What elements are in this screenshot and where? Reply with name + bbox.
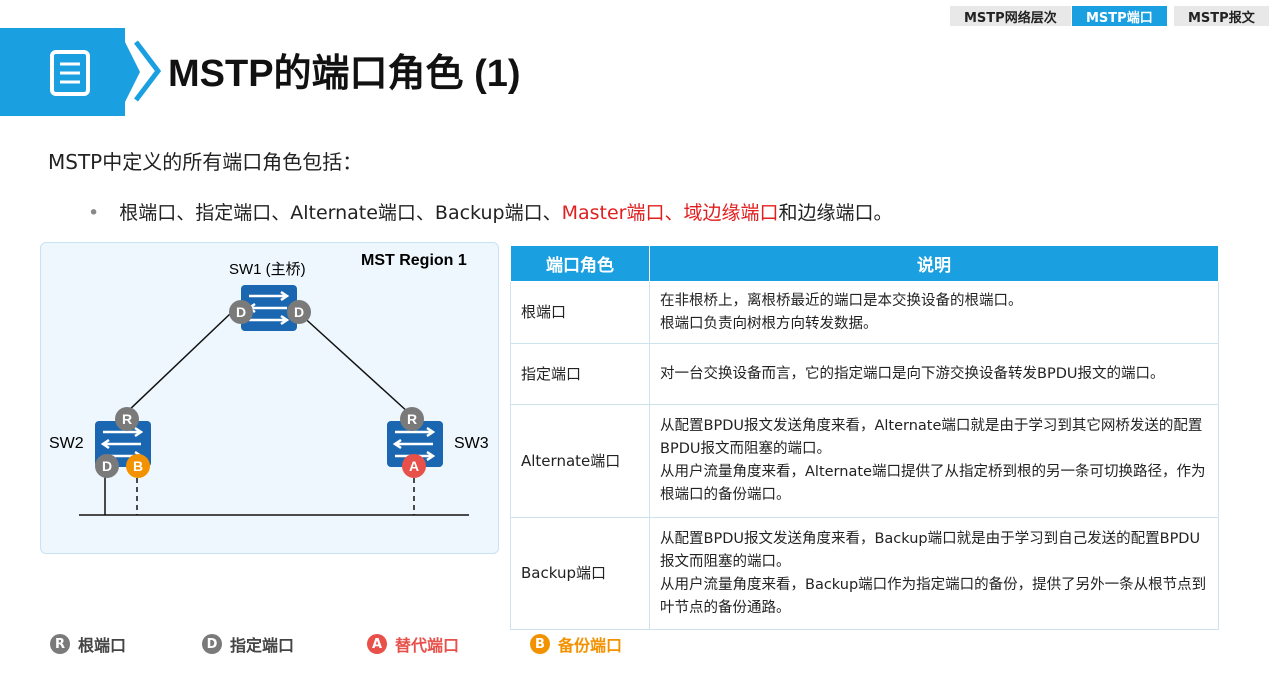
bullet-red: Master端口、域边缘端口 bbox=[561, 202, 779, 224]
chevron-icon bbox=[134, 40, 162, 102]
header-bar bbox=[0, 28, 125, 116]
desc-cell: 从配置BPDU报文发送角度来看，Alternate端口就是由于学习到其它网桥发送… bbox=[649, 404, 1219, 518]
document-icon bbox=[50, 50, 90, 96]
role-cell: Backup端口 bbox=[510, 517, 650, 630]
sw2-label: SW2 bbox=[49, 435, 84, 452]
svg-text:B: B bbox=[133, 458, 143, 474]
bullet-tail: 和边缘端口。 bbox=[778, 202, 893, 224]
role-cell: 根端口 bbox=[510, 281, 650, 344]
breadcrumb-item-active[interactable]: MSTP端口 bbox=[1072, 6, 1167, 26]
svg-text:D: D bbox=[294, 304, 304, 320]
sw1-label: SW1 (主桥) bbox=[229, 261, 306, 278]
port-badge-backup: B bbox=[126, 454, 150, 478]
switch-icon-sw3 bbox=[387, 421, 443, 467]
header-chevron bbox=[118, 28, 140, 116]
port-badge-designated: D bbox=[95, 454, 119, 478]
role-cell: 指定端口 bbox=[510, 343, 650, 405]
region-label: MST Region 1 bbox=[361, 252, 467, 269]
bullet-normal: 根端口、指定端口、Alternate端口、Backup端口、 bbox=[119, 202, 562, 224]
svg-text:D: D bbox=[236, 304, 246, 320]
link-sw1-sw2 bbox=[125, 312, 232, 414]
port-badge-designated: D bbox=[287, 300, 311, 324]
table-row: Alternate端口从配置BPDU报文发送角度来看，Alternate端口就是… bbox=[510, 404, 1219, 518]
svg-text:A: A bbox=[409, 458, 419, 474]
role-cell: Alternate端口 bbox=[510, 404, 650, 518]
desc-cell: 对一台交换设备而言，它的指定端口是向下游交换设备转发BPDU报文的端口。 bbox=[649, 343, 1219, 405]
breadcrumb-item[interactable]: MSTP网络层次 bbox=[950, 6, 1071, 26]
link-sw1-sw3 bbox=[298, 312, 410, 414]
table-row: 根端口在非根桥上，离根桥最近的端口是本交换设备的根端口。根端口负责向树根方向转发… bbox=[510, 281, 1219, 344]
svg-text:R: R bbox=[122, 411, 132, 427]
desc-cell: 在非根桥上，离根桥最近的端口是本交换设备的根端口。根端口负责向树根方向转发数据。 bbox=[649, 281, 1219, 344]
port-role-table: 端口角色说明 根端口在非根桥上，离根桥最近的端口是本交换设备的根端口。根端口负责… bbox=[510, 245, 1219, 630]
desc-cell: 从配置BPDU报文发送角度来看，Backup端口就是由于学习到自己发送的配置BP… bbox=[649, 517, 1219, 630]
table-row: Backup端口从配置BPDU报文发送角度来看，Backup端口就是由于学习到自… bbox=[510, 517, 1219, 630]
port-badge-alternate: A bbox=[402, 454, 426, 478]
topology-diagram: MST Region 1 SW1 (主桥) SW2 SW3 D D R D B … bbox=[40, 242, 499, 554]
bullet-item: •根端口、指定端口、Alternate端口、Backup端口、Master端口、… bbox=[88, 202, 893, 224]
intro-text: MSTP中定义的所有端口角色包括： bbox=[48, 150, 363, 174]
page-title: MSTP的端口角色 (1) bbox=[168, 53, 521, 95]
table-row: 指定端口对一台交换设备而言，它的指定端口是向下游交换设备转发BPDU报文的端口。 bbox=[510, 343, 1219, 405]
svg-text:R: R bbox=[407, 411, 417, 427]
breadcrumb-item[interactable]: MSTP报文 bbox=[1174, 6, 1269, 26]
port-badge-root: R bbox=[115, 407, 139, 431]
sw3-label: SW3 bbox=[454, 435, 489, 452]
column-header: 说明 bbox=[649, 245, 1219, 282]
svg-text:D: D bbox=[102, 458, 112, 474]
port-badge-root: R bbox=[400, 407, 424, 431]
column-header: 端口角色 bbox=[510, 245, 650, 282]
port-badge-designated: D bbox=[229, 300, 253, 324]
